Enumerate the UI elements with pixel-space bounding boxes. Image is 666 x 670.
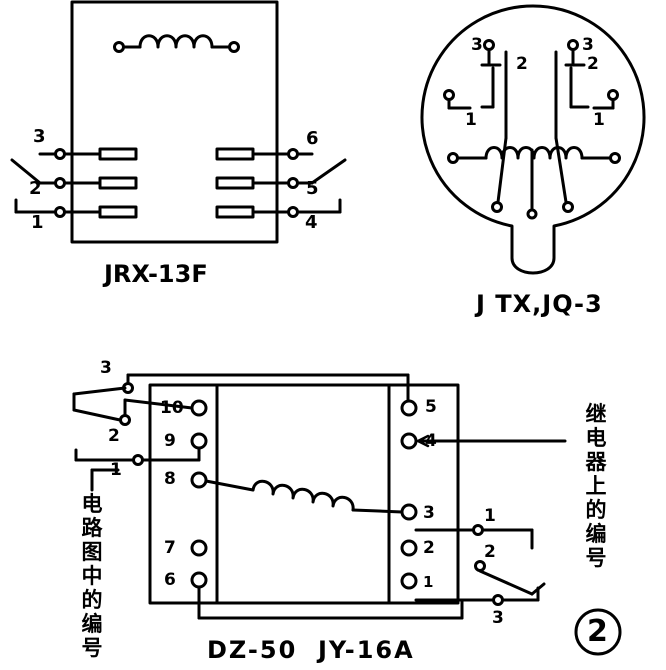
- jrx-terminal-5: 5: [306, 178, 319, 199]
- dz-relay-body: [148, 383, 460, 605]
- jrx-terminal-6: 6: [306, 128, 319, 149]
- dz-left-switch-3: 3: [100, 358, 112, 378]
- dz-pin-8: 8: [164, 469, 176, 489]
- dz-pin-5: 5: [425, 397, 437, 417]
- dz-pin-2: 2: [423, 538, 435, 558]
- jtx-coil: [447, 146, 621, 220]
- dz-left-switch-1: 1: [110, 460, 122, 480]
- dz-pin-6: 6: [164, 570, 176, 590]
- dz-right-switch-3: 3: [492, 608, 504, 628]
- jtx-right-pin-3: 3: [582, 35, 594, 55]
- dz-pin-10: 10: [160, 398, 184, 418]
- jtx-left-pin-2: 2: [516, 54, 528, 74]
- jrx-terminal-4: 4: [305, 212, 318, 233]
- dz50-jy16a-relay: [72, 373, 567, 620]
- dz-pin-3: 3: [423, 503, 435, 523]
- jrx-terminal-1: 1: [31, 212, 44, 233]
- jtx-left-pin-3: 3: [471, 35, 483, 55]
- jtx-right-pin-2: 2: [587, 54, 599, 74]
- jrx-coil: [113, 34, 240, 53]
- note-circuit-diagram-numbering: 电路图中的编号: [81, 492, 103, 660]
- dz-pin-7: 7: [164, 538, 176, 558]
- jrx-13f-relay: [10, 0, 347, 244]
- figure-number: 2: [587, 614, 608, 649]
- dz-title: DZ-50 JY-16A: [207, 636, 415, 664]
- note-relay-numbering: 继电器上的编号: [585, 402, 607, 570]
- jtx-relay-outline: [420, 4, 646, 275]
- jrx-terminal-2: 2: [29, 178, 42, 199]
- dz-left-switch-2: 2: [108, 426, 120, 446]
- jtx-left-pin-1: 1: [465, 110, 477, 130]
- jrx-relay-body: [70, 0, 279, 244]
- jtx-jq3-relay: [420, 4, 646, 275]
- jtx-title: J TX,JQ-3: [476, 290, 603, 318]
- jrx-title: JRX-13F: [104, 260, 208, 288]
- dz-pin-4: 4: [425, 431, 437, 451]
- jrx-terminal-3: 3: [33, 126, 46, 147]
- dz-pin-9: 9: [164, 431, 176, 451]
- jtx-right-pin-1: 1: [593, 110, 605, 130]
- figure-number-ring: [574, 608, 622, 656]
- dz-right-switch-1: 1: [484, 506, 496, 526]
- dz-pin-1: 1: [423, 573, 434, 591]
- dz-right-switch-2: 2: [484, 542, 496, 562]
- dz-coil: [204, 479, 404, 514]
